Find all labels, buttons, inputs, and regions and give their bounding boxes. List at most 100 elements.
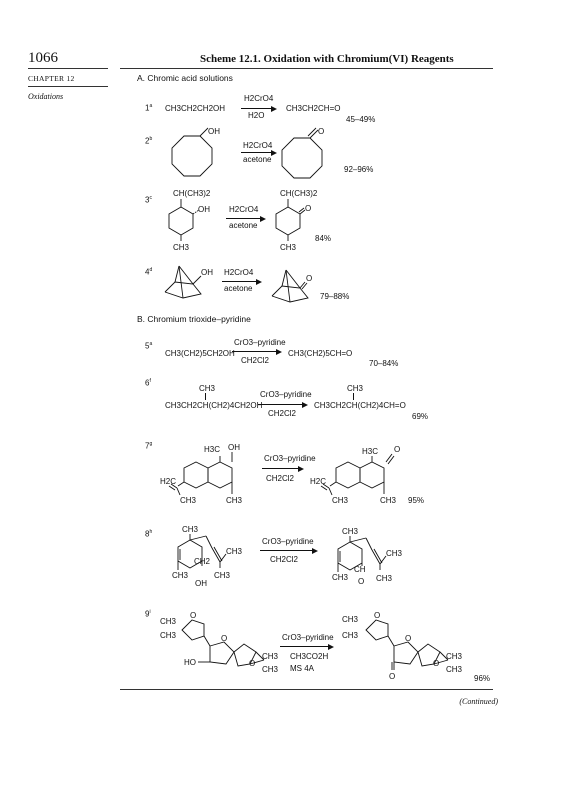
terpene-aldehyde-structure: CH3 CH3 CH3 CH O CH3 bbox=[332, 527, 403, 586]
reaction-7-product-ch3a-label: CH3 bbox=[332, 496, 349, 505]
reaction-9-ch3a-label: CH3 bbox=[160, 617, 177, 626]
reaction-3-number: 3c bbox=[145, 195, 152, 205]
norbornanone-structure: O bbox=[271, 269, 312, 303]
reaction-2-yield: 92–96% bbox=[344, 165, 374, 174]
reaction-9-product-ch3d-label: CH3 bbox=[446, 665, 463, 674]
menthol-structure: CH(CH3)2 OH CH3 bbox=[168, 189, 211, 252]
reaction-3-reagent-bottom: acetone bbox=[229, 221, 258, 230]
reaction-6-product: CH3CH2CH(CH2)4CH=O bbox=[314, 401, 406, 410]
cyclooctanol-structure: OH bbox=[171, 127, 220, 177]
reaction-9-arrow bbox=[280, 643, 334, 650]
reaction-3-product-o-label: O bbox=[305, 204, 311, 213]
reaction-8-ch3d-label: CH3 bbox=[172, 571, 189, 580]
reaction-7-h3c-label: H3C bbox=[204, 445, 220, 454]
reaction-2-reagent-top: H2CrO4 bbox=[243, 141, 273, 150]
reaction-3-sub-label: CH(CH3)2 bbox=[173, 189, 211, 198]
norbornanol-structure: OH bbox=[164, 265, 213, 299]
reaction-7-reagent-top: CrO3–pyridine bbox=[264, 454, 316, 463]
menthone-structure: CH(CH3)2 O CH3 bbox=[275, 189, 318, 252]
reaction-5-reactant: CH3(CH2)5CH2OH bbox=[165, 349, 235, 358]
reaction-9-ho-label: HO bbox=[184, 658, 196, 667]
reaction-8-reagent-bottom: CH2Cl2 bbox=[270, 555, 299, 564]
reaction-3-yield: 84% bbox=[315, 234, 332, 243]
reaction-7-product-h3c-label: H3C bbox=[362, 447, 378, 456]
scheme-title: Scheme 12.1. Oxidation with Chromium(VI)… bbox=[200, 53, 454, 65]
reaction-5-number: 5a bbox=[145, 341, 153, 351]
reaction-7-ch3b-label: CH3 bbox=[226, 496, 243, 505]
reaction-9-ch3c-label: CH3 bbox=[262, 652, 279, 661]
reaction-7-ch3a-label: CH3 bbox=[180, 496, 197, 505]
reaction-6-branch-bond bbox=[205, 393, 206, 400]
reaction-3-product-sub-label: CH(CH3)2 bbox=[280, 189, 318, 198]
reaction-7-oh-label: OH bbox=[228, 443, 240, 452]
reaction-9-o-label-a: O bbox=[190, 611, 196, 620]
reaction-5-yield: 70–84% bbox=[369, 359, 399, 368]
reaction-9-ch3d-label: CH3 bbox=[262, 665, 279, 674]
reaction-9-reagent-3: MS 4A bbox=[290, 664, 315, 673]
reaction-9-number: 9i bbox=[145, 609, 151, 619]
reaction-6-yield: 69% bbox=[412, 412, 429, 421]
reaction-4-yield: 79–88% bbox=[320, 292, 350, 301]
continued-label: (Continued) bbox=[459, 697, 498, 706]
reaction-5-reagent-top: CrO3–pyridine bbox=[234, 338, 286, 347]
reaction-9-product-o-label-c: O bbox=[389, 672, 395, 681]
ketose-structure: CH3 CH3 O O O O CH3 CH3 bbox=[342, 611, 463, 681]
terpene-alcohol-structure: CH3 CH3 CH3 CH2 OH CH3 bbox=[172, 525, 243, 588]
reaction-6-product-branch-ch3: CH3 bbox=[347, 384, 364, 393]
reaction-1-arrow bbox=[241, 105, 277, 112]
reaction-9-product-o-label-a: O bbox=[374, 611, 380, 620]
reaction-8-ch3c-label: CH3 bbox=[214, 571, 231, 580]
reaction-8-ch2-label: CH2 bbox=[194, 557, 211, 566]
reaction-1-reactant: CH3CH2CH2OH bbox=[165, 104, 226, 113]
chapter-label: CHAPTER 12 bbox=[28, 74, 75, 83]
reaction-7-h2c-label: H2C bbox=[160, 477, 176, 486]
reaction-8-product-ch3d-label: CH3 bbox=[332, 573, 349, 582]
reaction-4-reagent-top: H2CrO4 bbox=[224, 268, 254, 277]
reaction-9-product-ch3b-label: CH3 bbox=[342, 631, 359, 640]
reaction-7-reagent-bottom: CH2Cl2 bbox=[266, 474, 295, 483]
reaction-6-branch-ch3: CH3 bbox=[199, 384, 216, 393]
reaction-8-product-ch-label: CH bbox=[354, 565, 366, 574]
sidebar-rule-2 bbox=[28, 86, 108, 87]
cyclooctanone-structure: O bbox=[281, 127, 324, 179]
reaction-7-product-ch3b-label: CH3 bbox=[380, 496, 397, 505]
chapter-topic: Oxidations bbox=[28, 92, 64, 101]
reaction-2-oh-label: OH bbox=[208, 127, 220, 136]
reaction-6-arrow bbox=[258, 401, 308, 408]
reaction-9-ch3b-label: CH3 bbox=[160, 631, 177, 640]
reaction-8-arrow bbox=[260, 547, 318, 554]
reaction-6-product-branch-bond bbox=[353, 393, 354, 400]
reaction-8-product-ch3c-label: CH3 bbox=[376, 574, 393, 583]
reaction-2-arrow bbox=[241, 149, 277, 156]
reaction-3-arrow bbox=[226, 215, 266, 222]
footer-rule bbox=[120, 689, 493, 690]
reaction-1-reagent-top: H2CrO4 bbox=[244, 94, 274, 103]
decalinol-structure: H3C OH H2C CH3 CH3 bbox=[160, 443, 243, 505]
header-rule bbox=[120, 68, 493, 69]
reaction-9-reagent-2: CH3CO2H bbox=[290, 652, 329, 661]
reaction-9-yield: 96% bbox=[474, 674, 491, 683]
diacetone-glucose-structure: CH3 CH3 O O HO O CH3 CH3 bbox=[160, 611, 279, 674]
reaction-7-yield: 95% bbox=[408, 496, 425, 505]
reaction-9-reagent-1: CrO3–pyridine bbox=[282, 633, 334, 642]
reaction-9-product-ch3a-label: CH3 bbox=[342, 615, 359, 624]
reaction-8-ch3b-label: CH3 bbox=[226, 547, 243, 556]
reaction-3-product-ch3-label: CH3 bbox=[280, 243, 297, 252]
reaction-8-ch3-label: CH3 bbox=[182, 525, 199, 534]
reaction-1-reagent-bottom: H2O bbox=[248, 111, 265, 120]
reaction-4-number: 4d bbox=[145, 267, 153, 277]
reaction-2-reagent-bottom: acetone bbox=[243, 155, 272, 164]
reaction-9-o-label-b: O bbox=[221, 634, 227, 643]
reaction-6-reagent-bottom: CH2Cl2 bbox=[268, 409, 297, 418]
reaction-8-number: 8h bbox=[145, 529, 153, 539]
reaction-8-oh-label: OH bbox=[195, 579, 207, 588]
reaction-1-yield: 45–49% bbox=[346, 115, 376, 124]
page-number: 1066 bbox=[28, 50, 58, 66]
section-a-heading: A. Chromic acid solutions bbox=[137, 73, 233, 83]
reaction-6-reagent-top: CrO3–pyridine bbox=[260, 390, 312, 399]
reaction-7-product-o-label: O bbox=[394, 445, 400, 454]
reaction-5-arrow bbox=[232, 348, 282, 355]
reaction-4-reagent-bottom: acetone bbox=[224, 284, 253, 293]
reaction-8-reagent-top: CrO3–pyridine bbox=[262, 537, 314, 546]
reaction-3-ch3-label: CH3 bbox=[173, 243, 190, 252]
